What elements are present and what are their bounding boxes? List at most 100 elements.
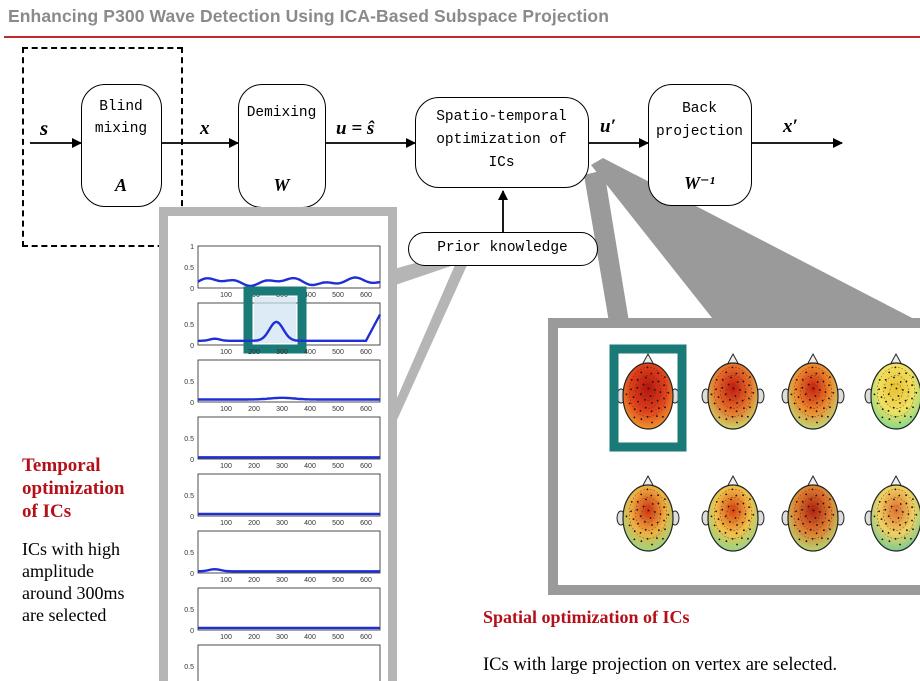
electrode-dot — [656, 415, 658, 417]
x-tick-label: 400 — [304, 406, 316, 413]
electrode-dot — [722, 400, 724, 403]
electrode-dot — [625, 393, 628, 396]
electrode-dot — [795, 388, 797, 391]
optimization-label-3: ICs — [488, 155, 515, 171]
electrode-dot — [906, 407, 908, 410]
electrode-dot — [667, 513, 670, 516]
spatial-callout-wedge-right — [591, 158, 920, 340]
ic-plot-axes — [197, 416, 381, 460]
electrode-dot — [742, 380, 745, 383]
electrode-dot — [915, 391, 918, 394]
back-projection-label-1: Back — [682, 101, 717, 117]
topomap-contour — [806, 505, 820, 523]
electrode-dot — [804, 515, 807, 518]
electrode-dot — [656, 521, 659, 524]
electrode-dot — [749, 528, 751, 531]
electrode-dot — [718, 408, 721, 411]
y-tick-label: 0 — [190, 286, 194, 293]
electrode-dot — [647, 387, 650, 390]
electrode-dot — [636, 508, 639, 511]
electrode-dot — [650, 410, 653, 413]
electrode-dot — [658, 407, 660, 410]
electrode-dot — [892, 406, 895, 409]
electrode-dot — [899, 421, 901, 424]
electrode-dot — [899, 543, 901, 546]
electrode-dot — [887, 515, 890, 518]
y-tick-label: 0.5 — [184, 436, 194, 443]
topomap-contour — [889, 505, 903, 523]
electrode-dot — [801, 508, 804, 511]
electrode-dot — [657, 372, 659, 375]
topomap-nose — [641, 352, 655, 366]
electrode-dot — [646, 488, 649, 491]
ic-plot-axes — [197, 359, 381, 403]
electrode-dot — [895, 387, 898, 390]
electrode-dot — [887, 410, 890, 412]
electrode-dot — [747, 415, 749, 418]
electrode-dot — [804, 410, 807, 412]
electrode-dot — [715, 501, 718, 503]
electrode-dot — [725, 418, 728, 421]
ic-topomap-5 — [616, 474, 680, 552]
selected-topomap-highlight — [609, 344, 687, 452]
electrode-dot — [637, 522, 639, 525]
electrode-dot — [732, 387, 735, 390]
prior-knowledge-label: Prior knowledge — [437, 240, 568, 256]
electrode-dot — [905, 372, 907, 375]
electrode-dot — [801, 378, 804, 381]
electrode-dot — [729, 406, 732, 409]
electrode-dot — [790, 393, 793, 396]
temporal-callout-wedge-lower — [397, 258, 468, 420]
electrode-dot — [718, 530, 721, 533]
electrode-dot — [664, 498, 666, 500]
electrode-dot — [656, 537, 658, 539]
electrode-dot — [657, 380, 660, 383]
electrode-dot — [642, 505, 645, 508]
electrode-dot — [729, 528, 732, 531]
electrode-dot — [807, 505, 810, 508]
electrode-dot — [805, 418, 808, 421]
electrode-dot — [823, 407, 825, 410]
ic-topomap-3 — [781, 352, 845, 430]
electrode-dot — [816, 543, 818, 546]
electrode-dot — [822, 380, 825, 383]
electrode-dot — [816, 503, 819, 505]
electrode-dot — [821, 415, 823, 417]
electrode-dot — [828, 519, 830, 522]
temporal-heading: Temporal optimization of ICs — [22, 454, 124, 523]
electrode-dot — [724, 532, 727, 534]
electrode-dot — [812, 509, 815, 512]
electrode-dot — [815, 372, 818, 375]
electrode-dot — [881, 408, 884, 411]
y-tick-label: 0.5 — [184, 607, 194, 614]
electrode-dot — [662, 415, 664, 418]
temporal-heading-line-1: Temporal — [22, 455, 101, 476]
y-tick-label: 0 — [190, 457, 194, 464]
electrode-dot — [736, 381, 739, 383]
topomap-nose — [806, 474, 820, 488]
electrode-dot — [899, 402, 901, 404]
x-tick-label: 400 — [304, 349, 316, 356]
electrode-dot — [748, 519, 750, 522]
x-tick-label: 500 — [332, 634, 344, 641]
electrode-dot — [633, 530, 636, 533]
x-tick-label: 300 — [276, 463, 288, 470]
electrode-dot — [829, 376, 831, 378]
electrode-dot — [736, 524, 738, 526]
electrode-dot — [902, 389, 904, 391]
electrode-dot — [637, 400, 639, 403]
electrode-dot — [731, 416, 734, 418]
topomap-contour — [889, 383, 903, 401]
topomap-scalp — [870, 484, 920, 552]
electrode-dot — [742, 502, 745, 505]
electrode-dot — [650, 494, 653, 497]
x-tick-label: 500 — [332, 292, 344, 299]
electrode-dot — [713, 402, 716, 405]
electrode-dot — [639, 410, 642, 412]
topomap-nose — [641, 474, 655, 488]
electrode-dot — [878, 501, 881, 503]
electrode-dot — [639, 393, 642, 396]
electrode-dot — [828, 506, 830, 509]
x-tick-label: 400 — [304, 577, 316, 584]
